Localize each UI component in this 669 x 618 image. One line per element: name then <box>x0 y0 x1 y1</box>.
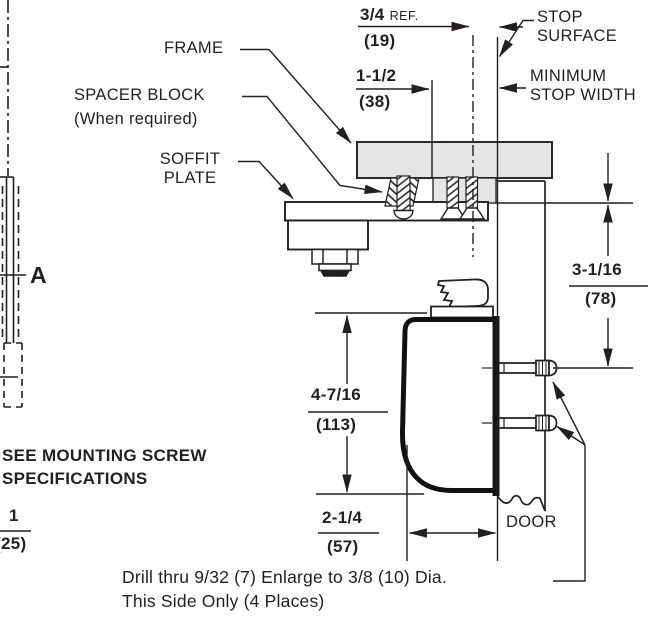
dim-1-label: 1 <box>9 506 19 525</box>
leader-lines <box>238 19 586 582</box>
dim-3-4-mm: (19) <box>364 31 396 50</box>
drill-note-leader <box>553 445 586 582</box>
frame-assembly <box>284 141 553 277</box>
section-a-marker: A <box>30 262 47 288</box>
soffit-plate-label: SOFFIT PLATE <box>140 150 240 189</box>
left-edge-fragment <box>0 0 26 408</box>
dim-1-1-2-label: 1-1/2 <box>356 66 397 85</box>
spacer-block-note: (When required) <box>74 110 198 128</box>
soffit-leader <box>238 160 294 200</box>
dim-3-4-inches: 3/4 <box>360 5 385 24</box>
arm-collar <box>430 305 494 319</box>
dim-3-4-label: 3/4 REF. <box>360 5 419 25</box>
mounting-screw-middle <box>439 176 467 220</box>
spacer-block-shape <box>432 177 497 204</box>
mounting-note-line2: SPECIFICATIONS <box>2 469 148 488</box>
mounting-note-line1: SEE MOUNTING SCREW <box>2 446 207 465</box>
mounting-screw-left <box>393 175 414 220</box>
frame-label: FRAME <box>164 39 224 57</box>
soffit-label-line1: SOFFIT <box>159 150 221 168</box>
dim-4-7-16-label: 4-7/16 <box>311 385 362 404</box>
arm-shoe-shape <box>287 219 369 251</box>
arm-pivot-nut <box>311 248 359 277</box>
door-break-line <box>496 494 546 512</box>
stop-surface-leader <box>498 19 534 58</box>
spacer-block-label: SPACER BLOCK <box>74 86 205 104</box>
hidden-rectangle <box>3 342 23 408</box>
stop-surface-line2: SURFACE <box>537 27 618 46</box>
dim-3-1-16-mm: (78) <box>585 289 617 308</box>
stop-surface-label: STOP SURFACE <box>537 8 617 47</box>
dim-2-1-4-label: 2-1/4 <box>322 508 363 527</box>
dim-3-4-ref: REF. <box>389 9 419 23</box>
frame-shape <box>356 141 553 179</box>
drill-note-line1: Drill thru 9/32 (7) Enlarge to 3/8 (10) … <box>122 567 447 587</box>
door-bolt-lower <box>482 414 558 432</box>
stop-surface-line1: STOP <box>537 8 583 26</box>
dim-1-mm: (25) <box>0 534 27 553</box>
min-stop-line2: STOP WIDTH <box>530 86 636 105</box>
drill-arrow-upper <box>552 381 586 446</box>
door <box>482 180 558 512</box>
minimum-stop-width-label: MINIMUM STOP WIDTH <box>530 67 636 106</box>
closer-body-shape <box>399 317 495 493</box>
drill-note-line2: This Side Only (4 Places) <box>122 591 325 611</box>
dim-4-7-16-mm: (113) <box>316 415 357 434</box>
min-stop-line1: MINIMUM <box>530 67 607 85</box>
dim-3-1-16-label: 3-1/16 <box>572 260 623 279</box>
closer-arm-broken <box>436 278 489 308</box>
soffit-label-line2: PLATE <box>163 169 217 188</box>
closer-back-plate <box>492 316 500 496</box>
frame-leader <box>240 48 352 144</box>
door-bolt-upper <box>482 359 558 377</box>
dimension-lines <box>0 21 648 561</box>
dim-1-1-2-mm: (38) <box>359 92 391 111</box>
spacer-leader <box>242 95 383 195</box>
drill-arrow-lower <box>556 425 586 446</box>
door-closer <box>399 278 500 496</box>
door-label: DOOR <box>506 513 557 531</box>
dim-2-1-4-mm: (57) <box>327 537 359 556</box>
mounting-screw-right <box>458 176 486 220</box>
